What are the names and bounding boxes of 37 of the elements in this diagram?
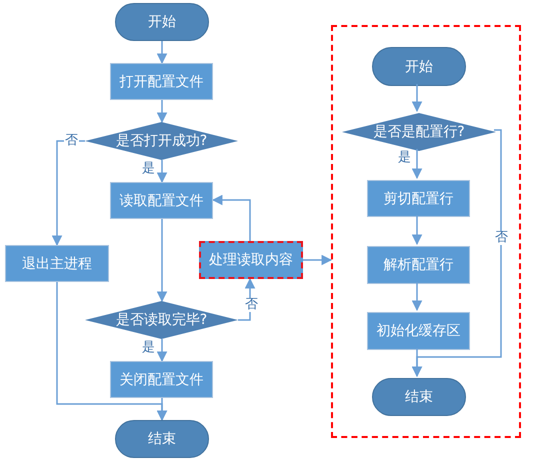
edge-label: 是 [141,341,156,355]
edge-label: 否 [244,298,259,312]
process-box: 打开配置文件 [110,63,213,100]
process-box: 读取配置文件 [110,182,213,219]
process-box: 关闭配置文件 [110,361,213,398]
process-box: 剪切配置行 [367,180,470,217]
arrow [56,282,168,422]
edge-label: 是 [397,151,412,165]
arrow [156,41,168,64]
edge-label: 否 [494,231,509,245]
arrow [238,278,256,321]
arrow [412,215,422,246]
arrow [156,339,168,362]
terminal-pill: 结束 [115,420,209,458]
process-box: 处理读取内容 [199,241,303,279]
terminal-pill: 开始 [372,47,466,86]
arrow [156,219,168,302]
process-box: 退出主进程 [5,245,109,282]
process-box: 初始化缓存区 [367,312,470,350]
arrow [412,282,422,312]
terminal-pill: 开始 [115,3,209,41]
subprocess-frame [331,25,521,438]
arrow [156,100,168,124]
arrow [212,194,251,241]
arrow [303,254,332,266]
arrow [412,84,422,112]
decision-diamond: 是否打开成功? [85,122,238,160]
decision-diamond: 是否是配置行? [342,113,496,151]
arrow [156,160,168,184]
edge-label: 否 [64,134,79,148]
edge-label: 是 [141,162,156,176]
terminal-pill: 结束 [372,378,466,416]
arrow [412,149,422,180]
process-box: 解析配置行 [367,246,470,284]
arrow [52,140,85,246]
decision-diamond: 是否读取完毕? [85,301,238,339]
arrow [412,129,502,378]
